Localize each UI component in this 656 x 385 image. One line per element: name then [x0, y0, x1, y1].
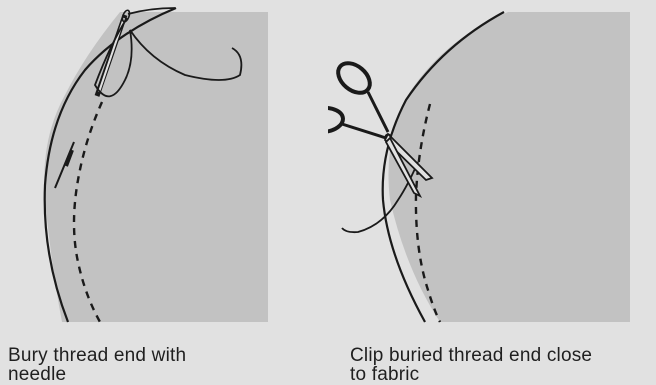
- panel-bury-thread: Bury thread end with needle: [0, 0, 328, 385]
- bury-thread-illustration: [0, 0, 328, 385]
- caption-clip-thread: Clip buried thread end close to fabric: [350, 346, 656, 384]
- clip-thread-illustration: [328, 0, 656, 385]
- caption-bury-thread: Bury thread end with needle: [8, 346, 308, 384]
- panel-clip-thread: Clip buried thread end close to fabric: [328, 0, 656, 385]
